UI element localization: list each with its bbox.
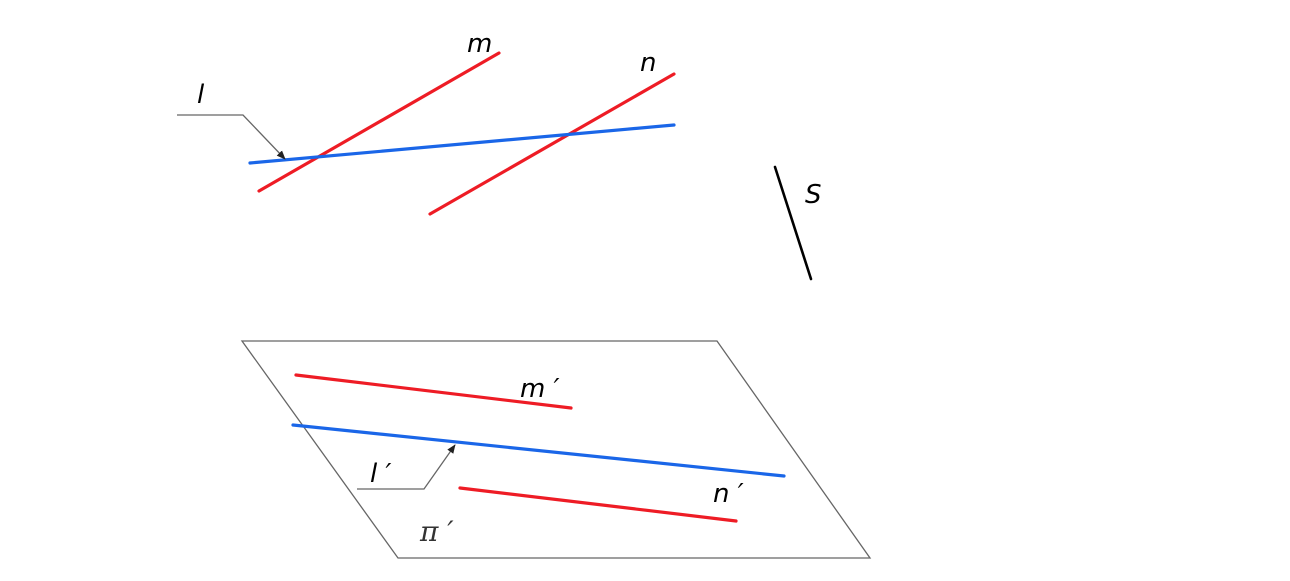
leader-l — [177, 114, 286, 160]
line-l — [248, 123, 676, 165]
line-l-prime — [291, 423, 786, 478]
label-l-prime: l ′ — [370, 459, 391, 489]
label-s: S — [805, 180, 822, 210]
label-n-prime: n ′ — [713, 479, 744, 509]
label-n: n — [640, 48, 656, 78]
line-m-prime — [294, 373, 573, 410]
line-m — [257, 51, 501, 193]
line-n — [428, 72, 676, 216]
plane-pi — [240, 340, 872, 559]
label-l: l — [197, 80, 205, 110]
label-plane: π ′ — [419, 515, 454, 548]
label-m-prime: m ′ — [520, 374, 560, 404]
line-n-prime — [458, 486, 738, 523]
leader-l-prime — [357, 444, 456, 490]
direction-line-s — [773, 165, 813, 281]
label-m: m — [467, 29, 492, 59]
